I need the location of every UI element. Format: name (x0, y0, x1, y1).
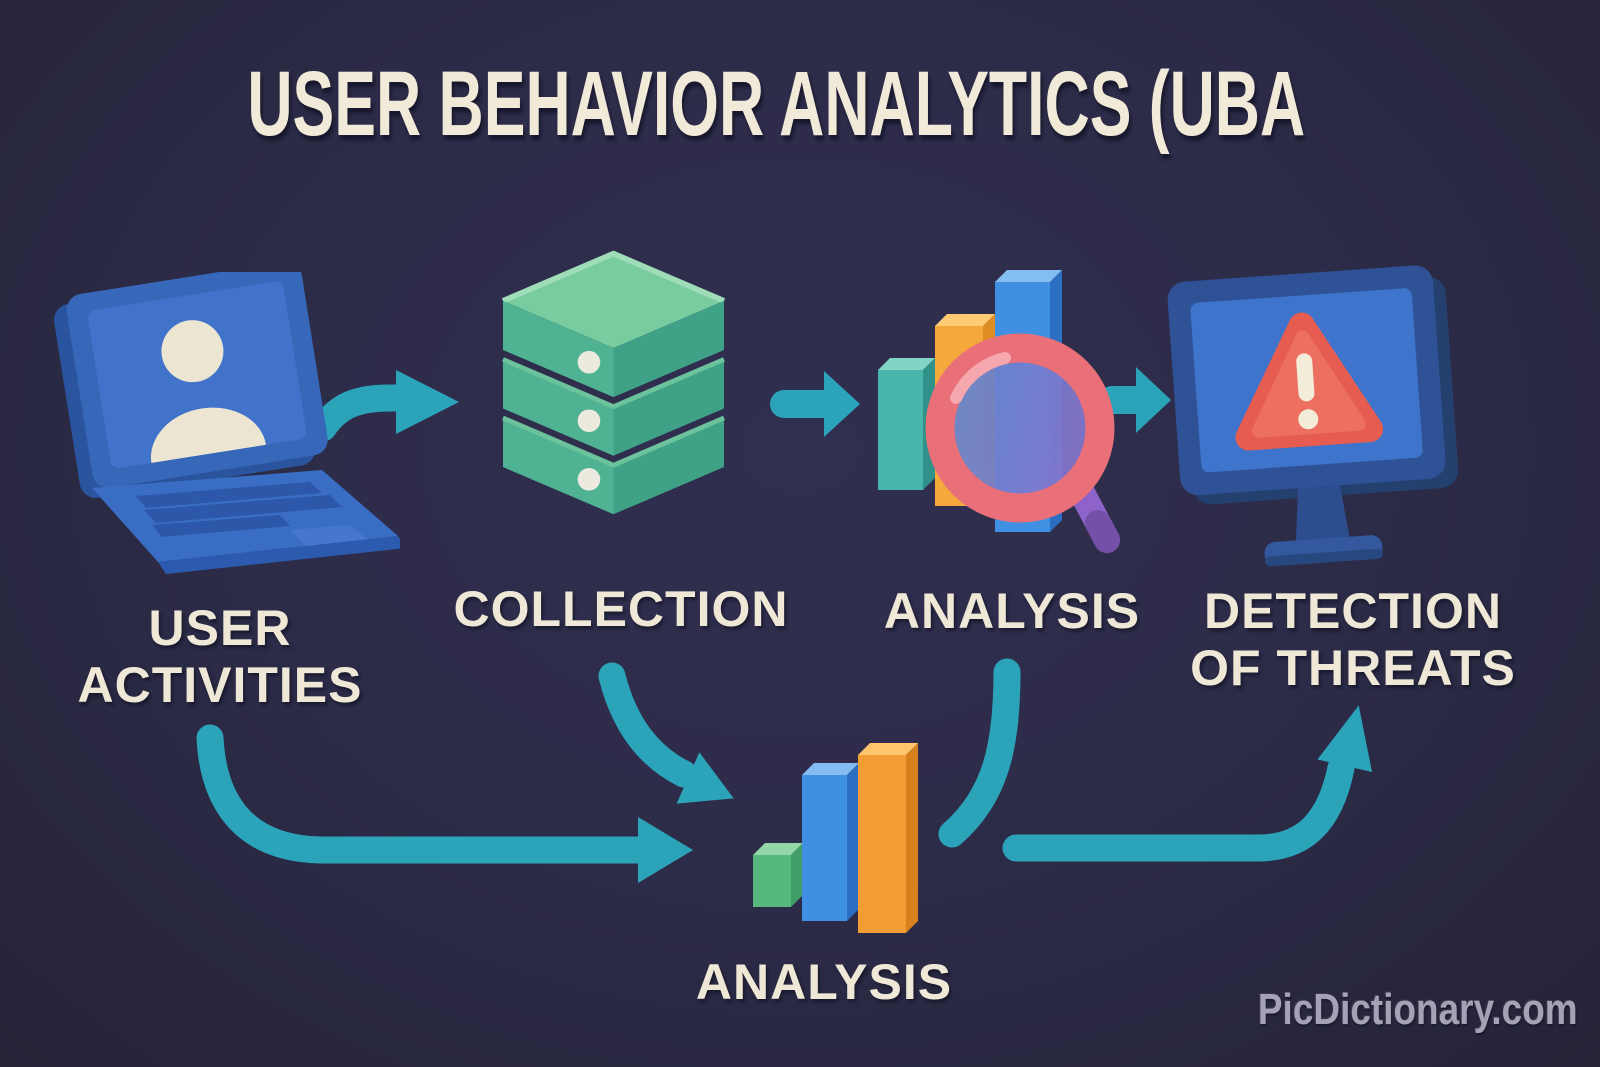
page-title: USER BEHAVIOR ANALYTICS (UBA (247, 53, 1306, 155)
step-label-detection-of-threats: DETECTION OF THREATS (1190, 583, 1516, 696)
bar-chart-magnifier-icon (878, 270, 1120, 553)
arrow-user-activities-to-analysis2-icon (196, 724, 693, 883)
database-stack-icon (501, 250, 726, 515)
user-avatar-icon (150, 320, 266, 463)
laptop-base (92, 470, 400, 574)
arrow-analysis2-to-detection-icon (1002, 705, 1373, 862)
laptop-screen (54, 272, 328, 498)
step-label-analysis-secondary: ANALYSIS (695, 954, 953, 1010)
arrow-collection-to-analysis2-icon (598, 662, 734, 804)
watermark: PicDictionary.com (1258, 985, 1578, 1034)
step-label-user-activities: USER ACTIVITIES (77, 600, 363, 713)
warning-triangle-icon (1235, 312, 1384, 451)
step-label-collection: COLLECTION (453, 581, 789, 637)
monitor-alert-icon (1167, 265, 1459, 567)
arrow-database-to-analysis-icon (770, 371, 860, 437)
connector-analysis-to-analysis2-icon (938, 658, 1021, 848)
bar-chart-icon (753, 743, 918, 933)
laptop-user-icon (54, 272, 400, 574)
step-label-analysis: ANALYSIS (883, 583, 1141, 639)
magnifier-icon (925, 333, 1120, 553)
